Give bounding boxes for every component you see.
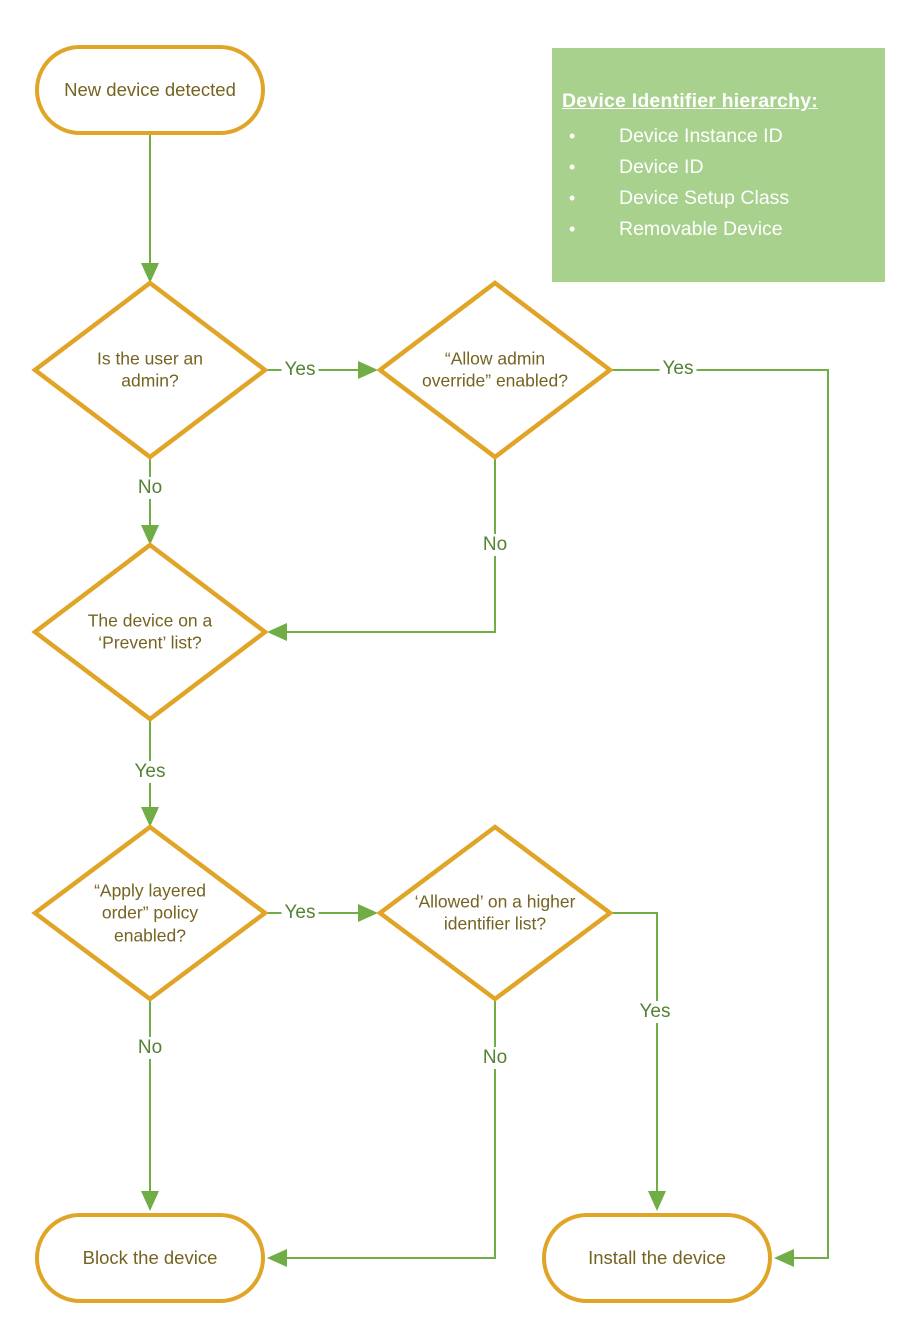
decision-shape-prevent [31,542,269,722]
node-start: New device detected [35,45,265,135]
list-item: • Device Instance ID [562,121,875,152]
decision-allowed-label: ‘Allowed’ on a higher identifier list? [414,891,576,934]
device-identifier-hierarchy-legend: Device Identifier hierarchy: • Device In… [552,48,885,282]
node-block-device-label: Block the device [82,1247,218,1268]
arrowhead-into-layered [141,807,159,827]
arrowhead-into-admin [141,263,159,283]
node-start-label: New device detected [64,79,236,100]
decision-layered-label: “Apply layered order” policy enabled? [94,880,206,946]
legend-item-label: Device Instance ID [619,125,783,147]
edge-override-no-to-prevent [287,457,496,633]
arrowhead-into-block-top [141,1191,159,1211]
node-block-device: Block the device [35,1213,265,1303]
arrowhead-into-prevent-right [267,623,287,641]
edge-allowed-no-to-block [287,999,496,1259]
edge-override-yes-to-install [610,369,829,1259]
arrowhead-into-override [358,361,378,379]
decision-shape-allowed [376,824,614,1002]
legend-item-label: Removable Device [619,218,783,240]
edge-label-allowed-no: No [479,1047,511,1069]
edge-allowed-yes-to-install [610,912,658,1191]
decision-override-label: “Allow admin override” enabled? [422,348,568,391]
legend-item-label: Device ID [619,156,704,178]
decision-shape-override [376,280,614,460]
arrowhead-into-allowed [358,904,378,922]
arrowhead-into-install-right [774,1249,794,1267]
edge-label-override-yes: Yes [659,358,697,380]
arrowhead-into-prevent-top [141,525,159,545]
node-install-device-label: Install the device [588,1247,726,1268]
arrowhead-into-install-top [648,1191,666,1211]
list-item: • Device Setup Class [562,183,875,214]
edge-label-admin-no: No [134,477,166,499]
edge-label-layered-yes: Yes [281,902,319,924]
edge-label-layered-no: No [134,1037,166,1059]
edge-label-allowed-yes: Yes [636,1001,674,1023]
legend-title: Device Identifier hierarchy: [562,90,818,112]
bullet-icon: • [569,188,576,208]
list-item: • Removable Device [562,214,875,245]
bullet-icon: • [569,219,576,239]
bullet-icon: • [569,157,576,177]
list-item: • Device ID [562,152,875,183]
bullet-icon: • [569,126,576,146]
edge-label-admin-yes: Yes [281,359,319,381]
edge-label-override-no: No [479,534,511,556]
arrowhead-into-block-right [267,1249,287,1267]
decision-prevent-label: The device on a ‘Prevent’ list? [87,610,213,653]
edge-label-prevent-yes: Yes [131,761,169,783]
decision-admin-label: Is the user an admin? [96,348,204,391]
node-install-device: Install the device [542,1213,772,1303]
decision-shape-layered [31,824,269,1002]
legend-item-label: Device Setup Class [619,187,790,209]
decision-shape-admin [31,280,269,460]
